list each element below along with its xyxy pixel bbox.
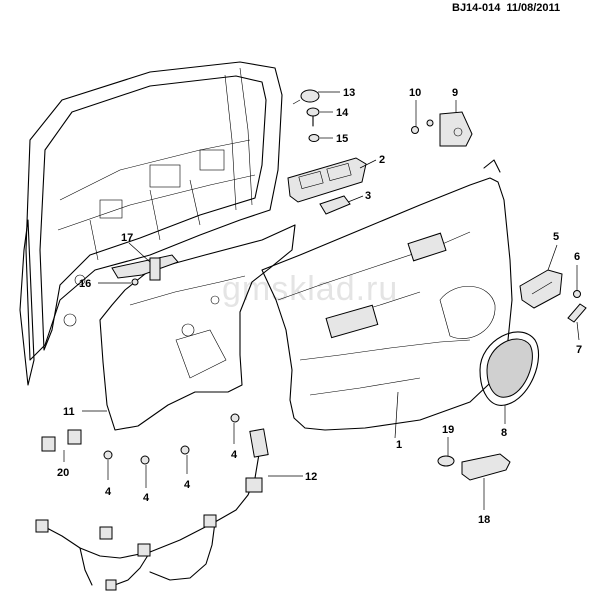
part-11-door-inner-panel — [99, 224, 296, 431]
callout-12: 12 — [305, 471, 317, 483]
part-15-clip — [308, 134, 320, 142]
callout-6: 6 — [574, 251, 580, 263]
part-2-switch-bezel — [287, 157, 367, 203]
drawing-code: BJ14-014 — [452, 2, 501, 14]
part-6-screw — [573, 290, 581, 298]
part-4-fasteners — [103, 278, 240, 465]
callout-7: 7 — [576, 344, 582, 356]
callout-8: 8 — [501, 427, 507, 439]
callout-16: 16 — [79, 278, 91, 290]
callout-19: 19 — [442, 424, 454, 436]
part-12-wiring-harness — [35, 428, 269, 591]
callout-17: 17 — [121, 232, 133, 244]
callout-4-a: 4 — [105, 486, 112, 498]
callout-18: 18 — [478, 514, 490, 526]
watermark: gmsklad.ru — [222, 270, 398, 308]
callout-9: 9 — [452, 87, 458, 99]
callout-5: 5 — [553, 231, 559, 243]
part-3-switch — [319, 195, 351, 215]
callout-4-d: 4 — [231, 449, 238, 461]
part-9-mirror-trim — [439, 111, 473, 147]
part-7-pad — [567, 303, 587, 323]
part-8-speaker-grille — [479, 331, 540, 406]
callout-3: 3 — [365, 190, 371, 202]
callout-20: 20 — [57, 467, 69, 479]
callout-1: 1 — [396, 439, 402, 451]
callout-15: 15 — [336, 133, 348, 145]
callout-13: 13 — [343, 87, 355, 99]
drawing-header: BJ14-014 11/08/2011 — [452, 2, 566, 14]
drawing-date: 11/08/2011 — [506, 2, 561, 14]
callout-11: 11 — [63, 406, 75, 418]
callout-4-c: 4 — [184, 479, 191, 491]
part-19-cap — [437, 455, 455, 467]
callout-4-b: 4 — [143, 492, 150, 504]
part-5-inside-handle — [519, 269, 563, 309]
part-17-regulator-bracket — [111, 254, 179, 281]
part-1-door-trim-panel — [261, 159, 513, 431]
part-20-clips — [41, 429, 82, 452]
part-18-pull-handle — [461, 453, 511, 481]
leader-lines — [63, 91, 580, 510]
part-10-screw — [411, 119, 434, 134]
callout-14: 14 — [336, 107, 349, 119]
callout-10: 10 — [409, 87, 421, 99]
part-14-screw — [306, 107, 320, 127]
callout-2: 2 — [379, 154, 385, 166]
part-13-cap — [292, 89, 320, 105]
door-frame — [19, 61, 283, 386]
